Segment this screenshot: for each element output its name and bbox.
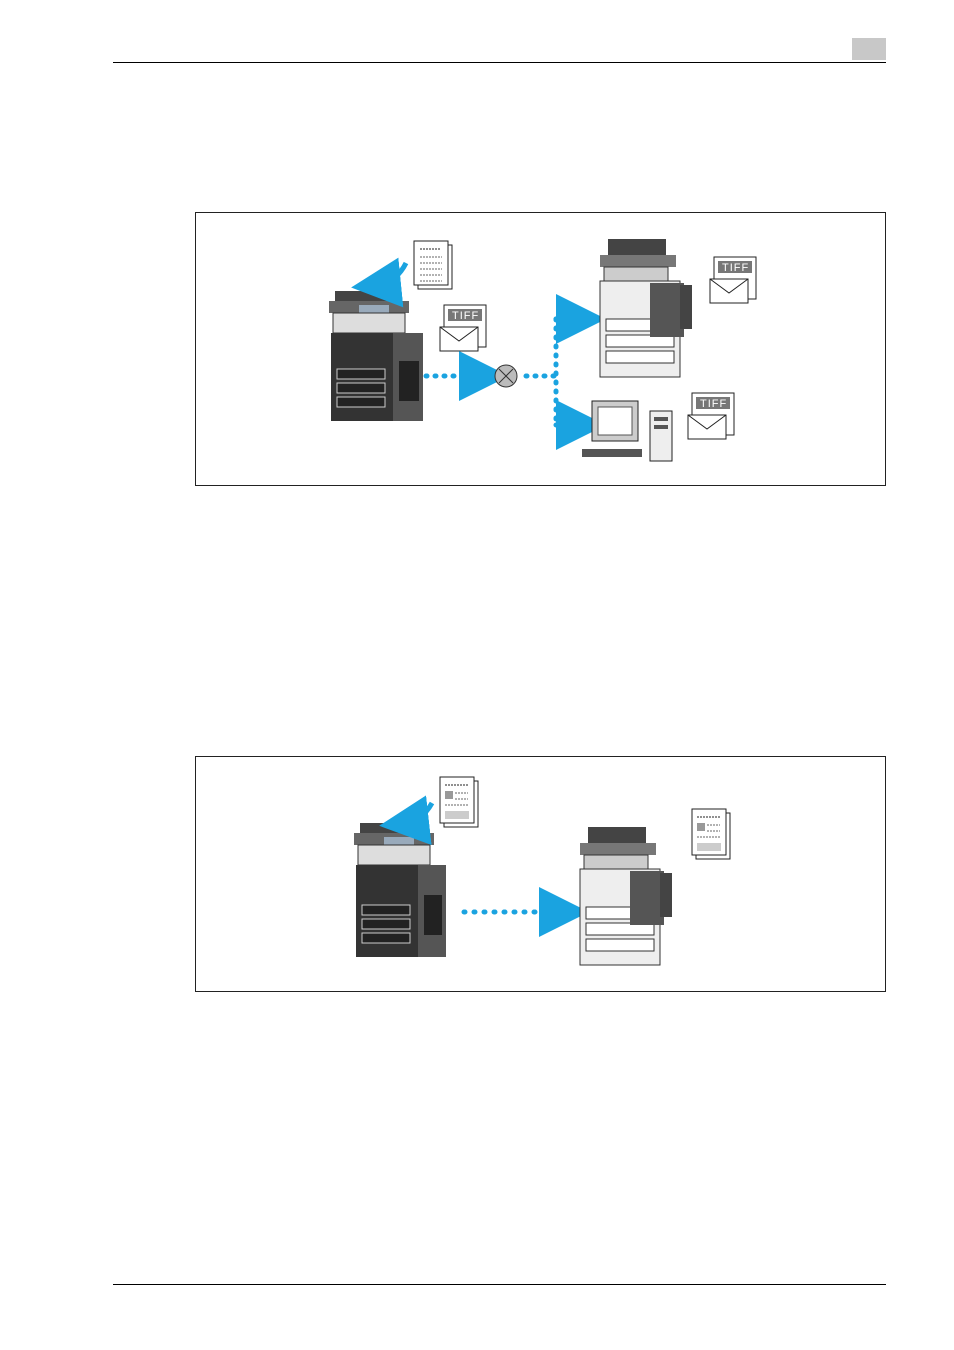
figure-2-illustration	[196, 757, 885, 991]
footer-rule	[113, 1284, 886, 1285]
header-rule	[113, 62, 886, 63]
receiving-mfp-icon	[580, 827, 672, 965]
chapter-tab	[852, 38, 886, 60]
svg-text:TIFF: TIFF	[700, 398, 727, 410]
computer-icon	[582, 401, 672, 461]
figure-direct-transmission	[195, 756, 886, 992]
feed-arrow	[376, 263, 406, 285]
mfp-device-icon	[329, 291, 423, 421]
svg-text:TIFF: TIFF	[452, 310, 479, 322]
receiving-mfp-icon	[600, 239, 692, 377]
email-tiff-icon: TIFF	[688, 393, 734, 439]
svg-text:TIFF: TIFF	[722, 262, 749, 274]
original-document-icon	[414, 241, 452, 289]
email-tiff-icon: TIFF	[710, 257, 756, 303]
original-document-icon	[440, 777, 478, 827]
figure-internet-fax-transmission: TIFF	[195, 212, 886, 486]
email-tiff-icon: TIFF	[440, 305, 486, 351]
network-icon	[495, 365, 517, 387]
figure-1-illustration: TIFF	[196, 213, 885, 485]
feed-arrow	[404, 803, 432, 823]
printed-document-icon	[692, 809, 730, 859]
mfp-device-icon	[354, 823, 446, 957]
